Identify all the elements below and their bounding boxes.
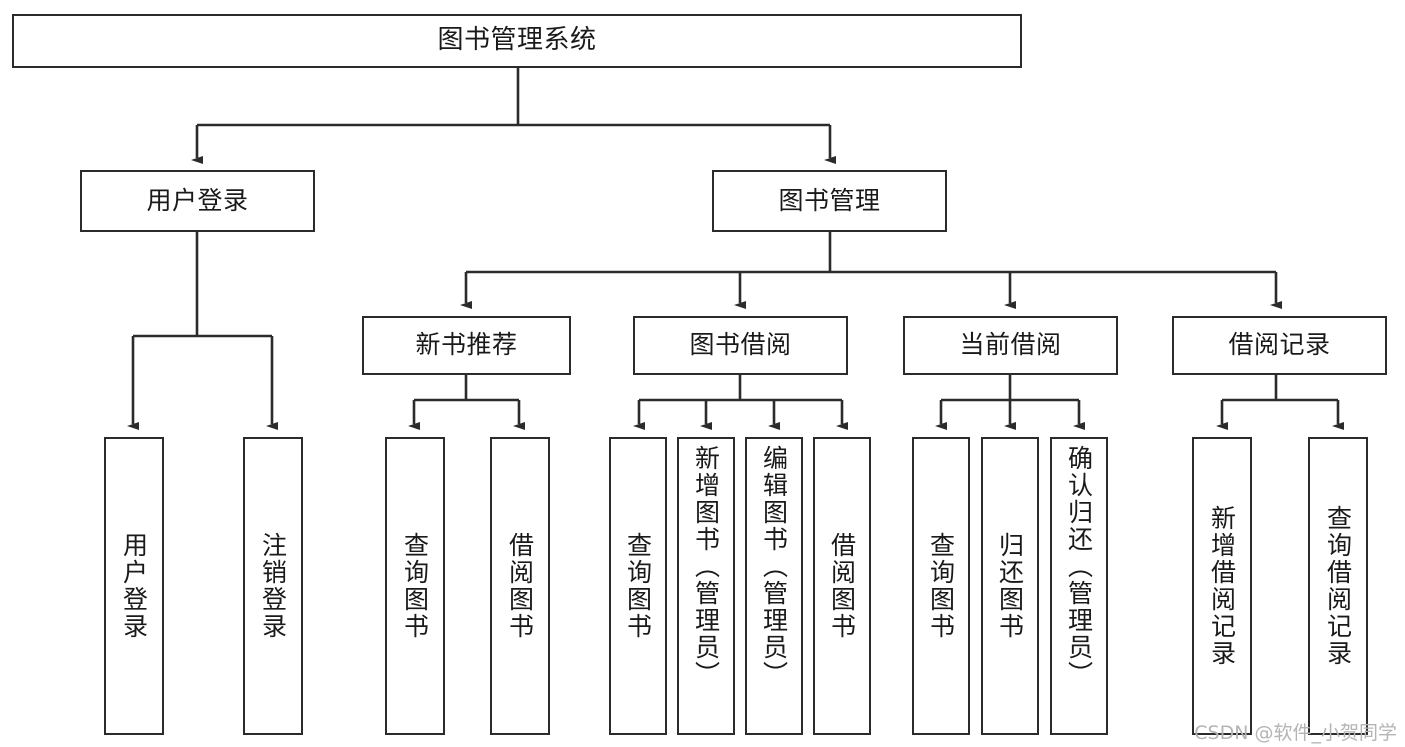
leaf-logout[interactable]: 注销登录 [243, 437, 303, 735]
watermark-text: CSDN @软件_小贺同学 [1194, 722, 1397, 744]
node-label: 查询图书 [400, 532, 430, 640]
node-new-book-recommend[interactable]: 新书推荐 [362, 316, 571, 375]
leaf-add-record[interactable]: 新增借阅记录 [1192, 437, 1252, 735]
node-label: 编辑图书（管理员） [759, 445, 789, 688]
node-book-borrow[interactable]: 图书借阅 [633, 316, 848, 375]
node-label: 图书管理系统 [437, 25, 597, 56]
node-label: 新增借阅记录 [1207, 505, 1237, 667]
leaf-borrow-book-2[interactable]: 借阅图书 [813, 437, 871, 735]
leaf-query-book-2[interactable]: 查询图书 [609, 437, 667, 735]
node-label: 图书管理 [778, 185, 881, 215]
node-borrow-record[interactable]: 借阅记录 [1172, 316, 1387, 375]
leaf-return-book[interactable]: 归还图书 [981, 437, 1039, 735]
node-label: 用户登录 [146, 185, 249, 215]
node-label: 查询图书 [926, 532, 956, 640]
node-user-login[interactable]: 用户登录 [80, 170, 315, 232]
node-label: 用户登录 [119, 532, 149, 640]
node-label: 归还图书 [995, 532, 1025, 640]
node-label: 查询借阅记录 [1323, 505, 1353, 667]
node-label: 借阅图书 [505, 532, 535, 640]
node-label: 图书借阅 [689, 330, 792, 360]
leaf-borrow-book-1[interactable]: 借阅图书 [490, 437, 550, 735]
node-label: 当前借阅 [959, 330, 1062, 360]
node-book-management[interactable]: 图书管理 [712, 170, 947, 232]
node-label: 查询图书 [623, 532, 653, 640]
node-label: 注销登录 [258, 532, 288, 640]
node-label: 新书推荐 [415, 330, 518, 360]
leaf-query-book-1[interactable]: 查询图书 [385, 437, 445, 735]
leaf-user-login[interactable]: 用户登录 [104, 437, 164, 735]
leaf-confirm-return[interactable]: 确认归还（管理员） [1050, 437, 1108, 735]
node-label: 确认归还（管理员） [1064, 445, 1094, 688]
leaf-query-book-3[interactable]: 查询图书 [912, 437, 970, 735]
node-label: 借阅图书 [827, 532, 857, 640]
node-label: 借阅记录 [1228, 330, 1331, 360]
node-label: 新增图书（管理员） [691, 445, 721, 688]
leaf-query-record[interactable]: 查询借阅记录 [1308, 437, 1368, 735]
leaf-edit-book[interactable]: 编辑图书（管理员） [745, 437, 803, 735]
node-current-borrow[interactable]: 当前借阅 [903, 316, 1118, 375]
leaf-add-book[interactable]: 新增图书（管理员） [677, 437, 735, 735]
node-root-system[interactable]: 图书管理系统 [12, 14, 1022, 68]
